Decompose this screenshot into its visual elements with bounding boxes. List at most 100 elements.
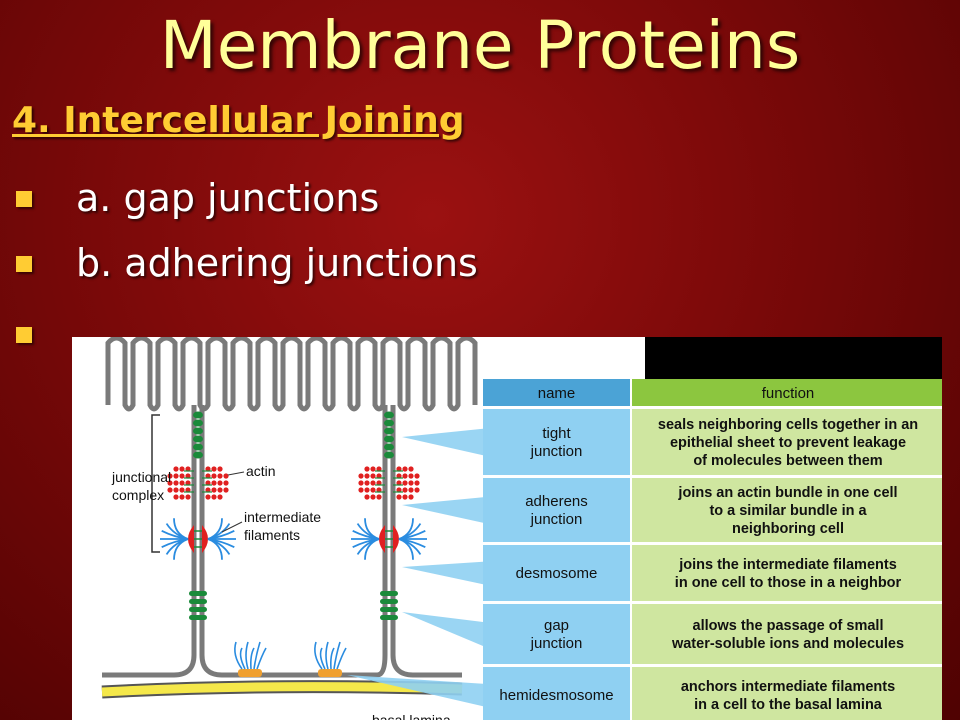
table-row-name-text: junction [530,511,583,528]
intermediate-filament [207,538,223,560]
black-block [645,337,942,381]
actin-dot [376,480,382,486]
junction-diagram: junctional complex actin intermediate fi… [101,337,942,720]
actin-dot [205,487,211,493]
actin-dot [205,494,211,500]
table-row-function-text: joins an actin bundle in one cell [677,485,897,501]
tight-junction-dot [193,443,203,451]
hemidesmosome-filament [319,647,326,670]
actin-dot [211,487,217,493]
actin-dot [402,487,408,493]
actin-dot [408,466,414,472]
actin-dot [185,466,191,472]
cell-boundary-left [102,405,462,678]
actin-dot [396,480,402,486]
hemidesmosome-filament [234,641,243,670]
hemidesmosome-plaque [238,669,262,677]
tight-junction-dot [193,419,203,427]
actin-dot [179,494,185,500]
tight-junction-dot [193,427,203,435]
table-row-function-text: epithelial sheet to prevent leakage [670,435,906,451]
gap-junctions [189,591,398,620]
actin-dot [211,466,217,472]
actin-dot [364,466,370,472]
actin-dot [217,473,223,479]
tight-junction-dot [193,411,203,419]
table-row-function-text: water-soluble ions and molecules [671,636,904,652]
actin-dot [185,487,191,493]
microvilli [105,337,478,412]
slide-title: Membrane Proteins [159,7,801,84]
table-row-function-cell [632,409,942,475]
actin-dot [358,473,364,479]
tight-junction-dot [384,435,394,443]
actin-dot [205,473,211,479]
actin-dot [173,487,179,493]
hemidesmosome-filament [333,641,341,670]
actin-dot [402,480,408,486]
actin-dot [173,480,179,486]
hemidesmosome-filament [314,641,323,670]
actin-dot [396,466,402,472]
gap-junction-band [380,607,398,612]
table-row-function-text: to a similar bundle in a [709,503,867,519]
table-pointer [402,497,483,523]
intermediate-filament [173,538,189,560]
intermediate-filament [398,538,414,560]
actin-dot [167,487,173,493]
actin-dot [205,466,211,472]
actin-dot [364,480,370,486]
hemidesmosome-filament [256,647,267,670]
actin-dot [414,473,420,479]
actin-dot [370,466,376,472]
hemidesmosome-filament [245,641,249,670]
actin-dot [173,473,179,479]
table-row-function-text: allows the passage of small [693,618,884,634]
actin-dot [396,487,402,493]
table-row-function-text: seals neighboring cells together in an [658,417,918,433]
actin-dot [402,473,408,479]
hemidesmosome-filament [330,647,335,670]
tight-junction-dot [384,419,394,427]
actin-dot [179,487,185,493]
actin-dot [376,494,382,500]
actin-dot [402,494,408,500]
label-basal-lamina: basal lamina [372,712,451,720]
table-row-name-cell [483,667,630,720]
table-row-function-cell [632,604,942,664]
actin-dot [173,466,179,472]
table-header-function [632,379,942,406]
bullet-marker-icon [16,327,32,343]
table-row-name-text: junction [530,635,583,652]
actin-dot [217,480,223,486]
actin-dot [217,466,223,472]
table-row-name-cell [483,478,630,542]
actin-dot [211,480,217,486]
actin-dot [376,473,382,479]
actin-dot [408,480,414,486]
table-pointer [402,612,483,646]
gap-junction-band [380,615,398,620]
tight-junction-dot [193,451,203,459]
table-row-function-text: joins the intermediate filaments [678,557,897,573]
slide-subtitle: 4. Intercellular Joining [12,100,465,141]
table-pointers [347,428,483,707]
actin-dot [205,480,211,486]
table-row-function-cell [632,667,942,720]
intermediate-filament [364,538,380,560]
actin-dot [402,466,408,472]
hemidesmosome-plaque [318,669,342,677]
bullet-text: b. adhering junctions [76,241,478,285]
gap-junction-band [189,591,207,596]
actin-dot [223,480,229,486]
actin-dot [364,487,370,493]
table-row-function-text: in a cell to the basal lamina [694,697,883,713]
tight-junction-dot [193,435,203,443]
hemidesmosome-filament [325,641,329,670]
table-row-name-text: gap [544,617,569,634]
actin-dot [185,473,191,479]
desmosomes [160,518,427,560]
label-filaments: filaments [244,527,300,543]
actin-dot [223,487,229,493]
